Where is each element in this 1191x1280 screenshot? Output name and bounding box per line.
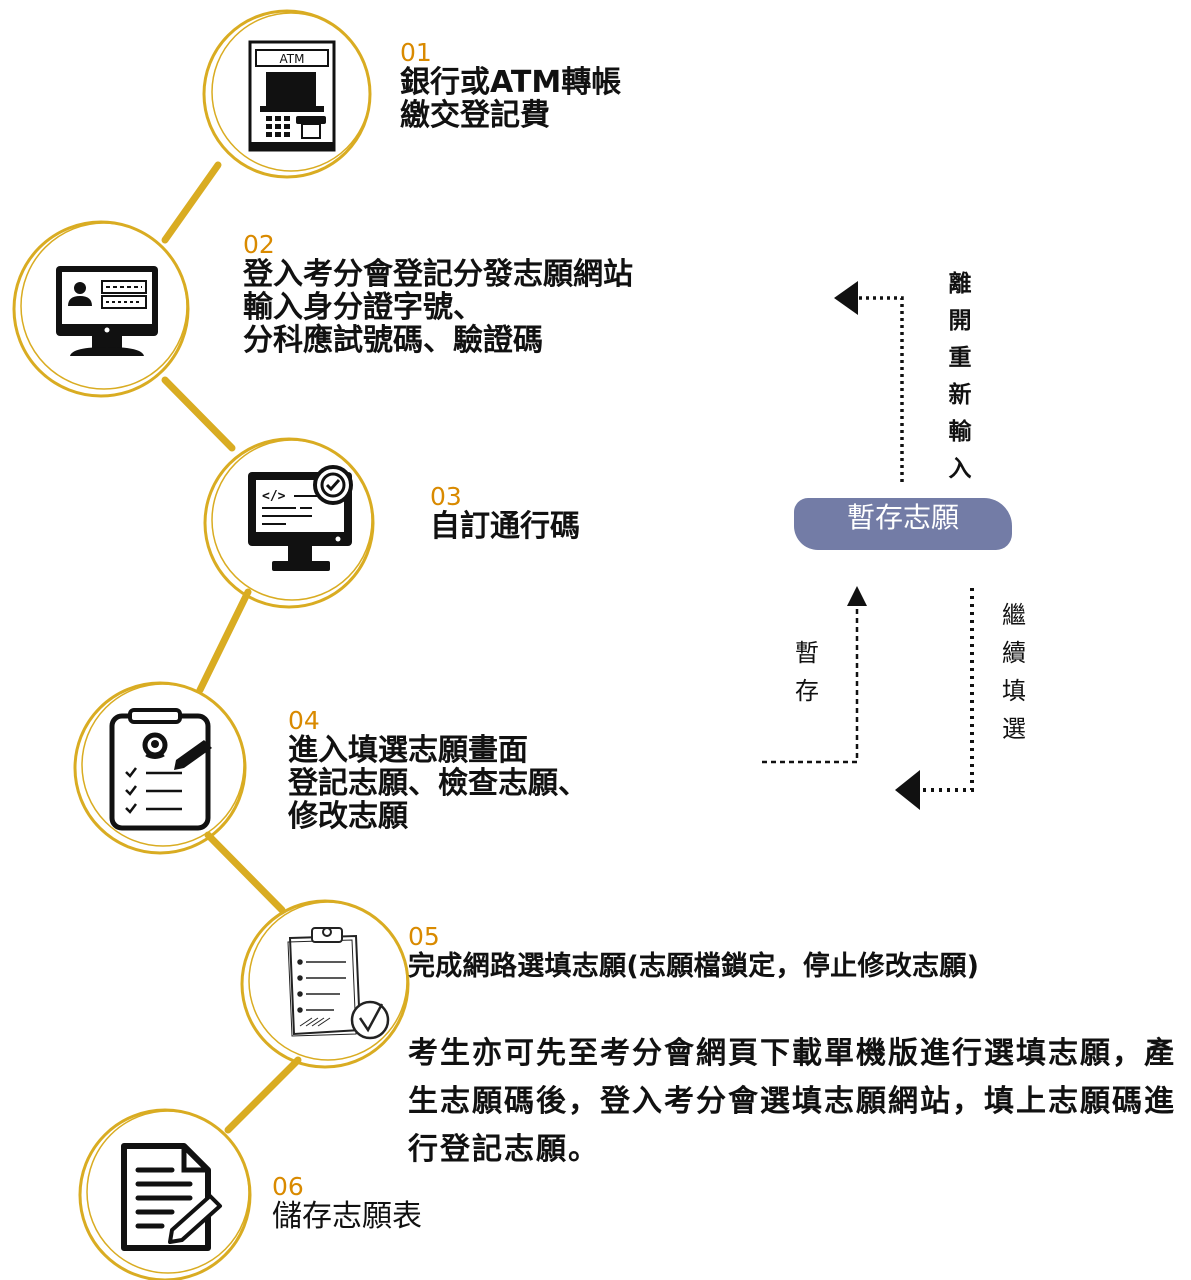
circle-05 [240, 899, 410, 1069]
step-number: 04 [288, 706, 320, 735]
arrow-leave [834, 281, 904, 482]
circle-01 [202, 9, 372, 179]
connector-5-6 [224, 1056, 302, 1134]
connector-lines [161, 161, 302, 1134]
step-06: 06 儲存志願表 [272, 1172, 422, 1234]
step-03: 03 自訂通行碼 [430, 482, 580, 544]
step-number: 01 [400, 38, 432, 67]
step-circles [12, 9, 410, 1280]
clipboard-check-icon [287, 927, 390, 1040]
connector-2-3 [161, 376, 236, 452]
continue-fill-label: 繼 續 填 選 [1002, 601, 1026, 743]
step-number: 06 [272, 1172, 304, 1201]
atm-icon: ATM [248, 40, 336, 152]
step-02: 02 登入考分會登記分發志願網站 輸入身分證字號、 分科應試號碼、驗證碼 [243, 230, 633, 358]
monitor-code-check-icon: </> [248, 465, 353, 571]
clipboard-user-icon [109, 708, 212, 831]
arrow-continue [895, 588, 974, 810]
atm-label: ATM [280, 52, 305, 66]
arrow-save [762, 586, 867, 764]
document-pen-icon [121, 1143, 222, 1251]
step-05: 05 完成網路選填志願(志願檔鎖定，停止修改志願) [408, 924, 979, 983]
step-text: 儲存志願表 [272, 1199, 422, 1234]
step-text: 進入填選志願畫面 登記志願、檢查志願、 修改志願 [288, 733, 588, 834]
connector-3-4 [196, 588, 252, 694]
step-text: 完成網路選填志願(志願檔鎖定，停止修改志願) [408, 951, 980, 982]
temp-save-box: 暫存志願 [794, 498, 1012, 550]
step-01: 01 銀行或ATM轉帳 繳交登記費 [400, 38, 622, 133]
step-text: 銀行或ATM轉帳 繳交登記費 [400, 65, 622, 133]
connector-1-2 [161, 161, 222, 244]
circle-02 [12, 220, 190, 398]
step-04: 04 進入填選志願畫面 登記志願、檢查志願、 修改志願 [288, 706, 588, 834]
step-text: 登入考分會登記分發志願網站 輸入身分證字號、 分科應試號碼、驗證碼 [243, 257, 633, 358]
circle-03 [203, 437, 375, 609]
step-text: 自訂通行碼 [430, 509, 580, 544]
connector-4-5 [204, 831, 286, 914]
step-number: 02 [243, 230, 275, 259]
step-number: 03 [430, 482, 462, 511]
svg-text:</>: </> [262, 489, 286, 504]
leave-reenter-label: 離 開 重 新 輸 入 [948, 271, 972, 482]
temp-save-label: 暫 存 [795, 639, 819, 705]
circle-06 [78, 1108, 252, 1280]
monitor-id-icon [56, 266, 158, 356]
step-number: 05 [408, 922, 440, 951]
offline-version-note: 考生亦可先至考分會網頁下載單機版進行選填志願，產生志願碼後，登入考分會選填志願網… [408, 1036, 1176, 1167]
circle-04 [73, 681, 247, 855]
